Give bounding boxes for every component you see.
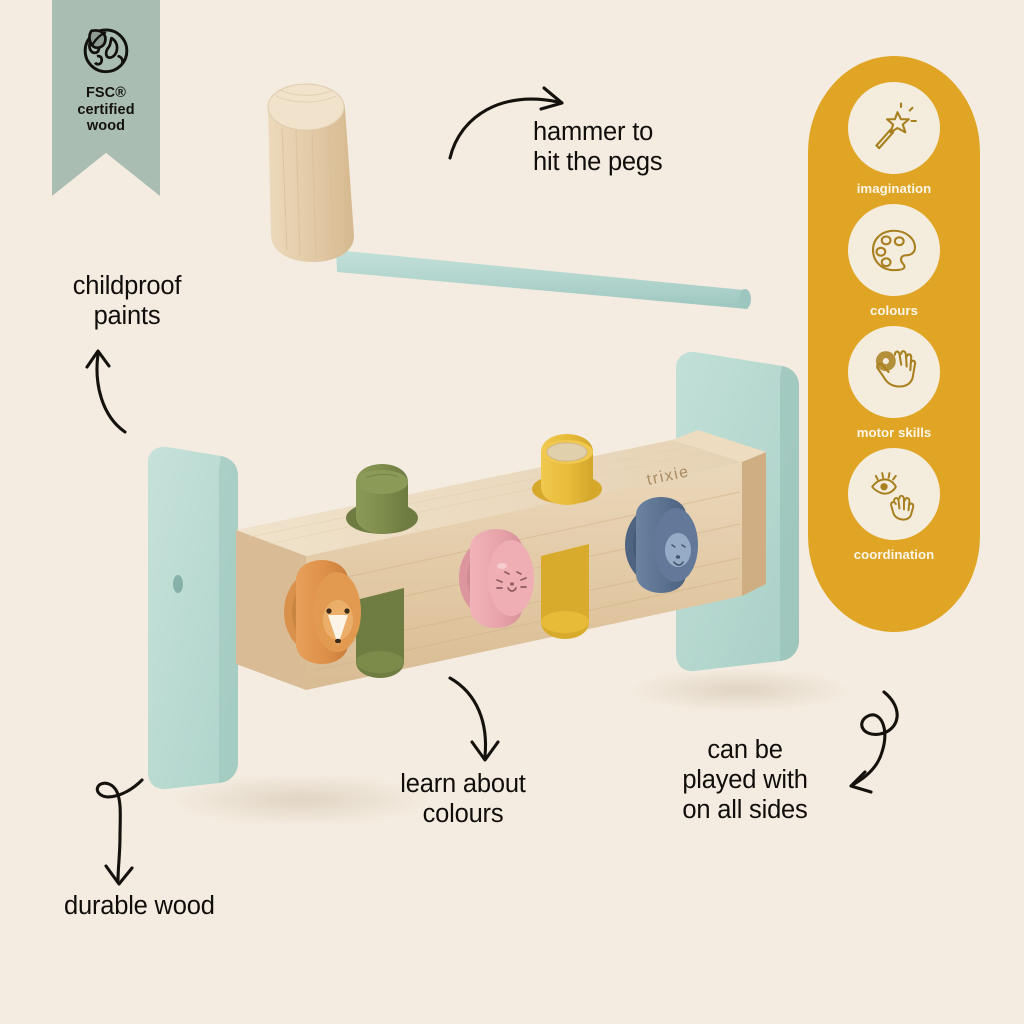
- benefit-label: colours: [870, 303, 918, 318]
- annotation-learn-line-2: colours: [422, 799, 504, 828]
- annotation-sides-line-2: played with: [682, 765, 808, 794]
- benefit-icon-circle: [848, 448, 940, 540]
- pink-cat-peg: [459, 529, 534, 628]
- annotation-sides-line-3: on all sides: [682, 795, 808, 824]
- benefit-colours: colours: [848, 204, 940, 318]
- benefit-coordination: coordination: [848, 448, 940, 562]
- fsc-line-2: certified: [77, 101, 135, 118]
- fsc-line-1: FSC®: [85, 85, 127, 101]
- annotation-learn: learn about colours: [392, 770, 534, 830]
- fsc-line-3: wood: [86, 118, 126, 135]
- benefit-imagination: imagination: [848, 82, 940, 196]
- annotation-childproof-line-1: childproof: [72, 272, 182, 300]
- left-end-panel: [148, 446, 238, 790]
- arrow-durable: [95, 778, 144, 886]
- benefit-motor-skills: motor skills: [848, 326, 940, 440]
- benefit-label: coordination: [853, 547, 935, 562]
- eye-hand-icon: [871, 472, 915, 521]
- benefit-label: imagination: [856, 181, 932, 196]
- benefit-icon-circle: [848, 82, 940, 174]
- annotation-hammer: hammer to hit the pegs: [533, 118, 663, 178]
- arrow-sides: [849, 690, 899, 794]
- benefits-panel: imagination colours: [808, 56, 980, 632]
- yellow-peg-bottom: [541, 544, 589, 639]
- arrow-childproof: [85, 349, 127, 434]
- annotation-sides-line-1: can be: [707, 736, 783, 764]
- magic-wand-icon: [875, 102, 917, 150]
- arrow-learn: [448, 676, 500, 762]
- benefit-icon-circle: [848, 204, 940, 296]
- globe-leaf-icon: [83, 28, 129, 74]
- annotation-durable: durable wood: [64, 892, 215, 922]
- paint-palette-icon: [871, 229, 917, 272]
- annotation-hammer-line-1: hammer to: [533, 118, 654, 146]
- green-peg: [346, 464, 418, 534]
- annotation-sides: can be played with on all sides: [672, 736, 818, 825]
- annotation-childproof: childproof paints: [52, 272, 202, 332]
- arrow-hammer: [448, 86, 564, 160]
- orange-fox-peg: [284, 560, 361, 664]
- blue-animal-peg: [625, 497, 698, 593]
- hand-holding-ring-icon: [875, 350, 917, 388]
- benefit-label: motor skills: [856, 425, 932, 440]
- toy-hammer: [267, 83, 751, 309]
- benefit-icon-circle: [848, 326, 940, 418]
- fsc-badge-text: FSC® certified wood: [77, 85, 134, 135]
- annotation-childproof-line-2: paints: [93, 301, 161, 330]
- green-peg-bottom: [356, 588, 404, 678]
- annotation-hammer-line-2: hit the pegs: [533, 147, 663, 176]
- yellow-peg: [532, 434, 602, 505]
- annotation-durable-line-1: durable wood: [64, 892, 215, 920]
- annotation-learn-line-1: learn about: [400, 770, 526, 798]
